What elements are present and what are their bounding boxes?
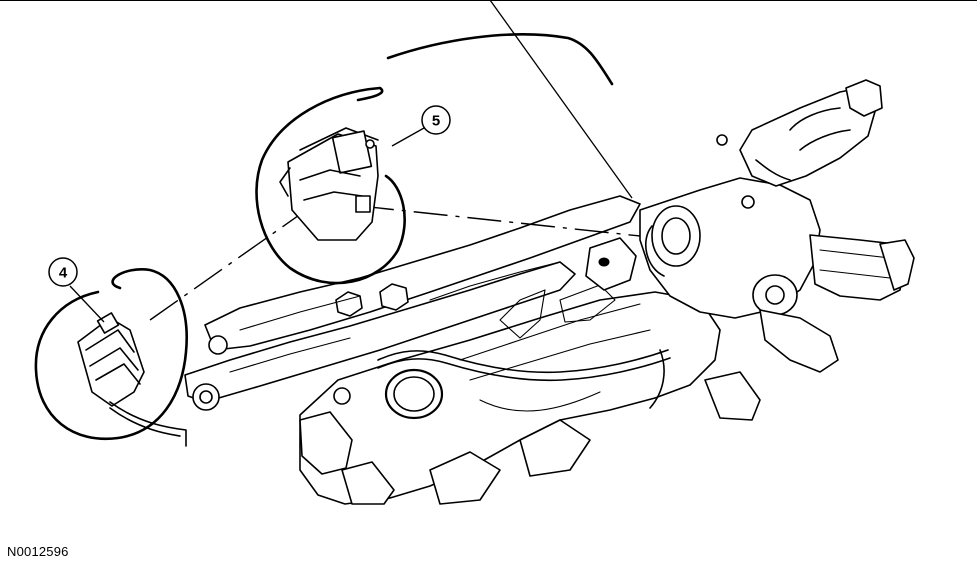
handwritten-stroke (388, 34, 612, 84)
connector-4-rib-3 (96, 364, 140, 384)
switch-5-rib-2 (304, 192, 362, 200)
lower-foot-right (520, 420, 590, 476)
ignition-bore-inner (662, 218, 690, 254)
center-socket-pin (599, 258, 609, 266)
steering-column-assembly (185, 80, 914, 504)
rail-detail-2 (230, 338, 350, 372)
connector-4-latch (98, 313, 119, 333)
ignition-bore (652, 206, 700, 266)
rail-bolt-2 (336, 292, 362, 316)
tilt-screw-1 (742, 196, 754, 208)
connector-4-rib-2 (90, 348, 138, 370)
rail-detail-1 (240, 296, 360, 330)
rib-pocket-2 (560, 285, 615, 322)
leader-line-top (490, 0, 632, 198)
lower-rail (185, 262, 575, 402)
lower-foot-mid (430, 452, 500, 504)
right-end-cap (880, 240, 914, 290)
switch-5-rib-1 (300, 170, 360, 180)
top-border-line (0, 0, 977, 1)
rib-line-2 (460, 304, 640, 360)
callout-4-label: 4 (59, 265, 68, 282)
alignment-line-5 (360, 206, 640, 236)
rib-pocket-1 (500, 290, 545, 338)
callout-5-leader (392, 128, 424, 146)
connector-4-rib-1 (86, 330, 134, 352)
switch-5-clip (280, 168, 290, 196)
lower-right-tab (705, 372, 760, 420)
callout-5-label: 5 (432, 113, 440, 130)
right-flange-rib-2 (820, 270, 890, 278)
rib-line-1 (430, 262, 560, 300)
connector-4-wire-2 (110, 408, 180, 436)
rib-curve-1 (480, 392, 600, 411)
figure-reference-code: N0012596 (7, 544, 69, 559)
shaft-spline-tip (846, 80, 882, 116)
tilt-pivot-hole (766, 286, 784, 304)
rail-bolt-1 (380, 284, 408, 310)
right-flange-rib-1 (820, 250, 890, 258)
shaft-wear-2 (800, 130, 850, 150)
ring-flange-inner (394, 377, 434, 411)
housing-boss-1 (334, 388, 350, 404)
switch-5-pin (366, 140, 374, 148)
callout-4-leader (70, 286, 104, 322)
wire-harness-lower (378, 358, 670, 380)
callout-5-circle (422, 106, 450, 134)
rib-line-3 (470, 330, 650, 380)
switch-component-5 (280, 128, 378, 240)
steering-shaft-upper (740, 88, 876, 186)
handwritten-circle-4 (36, 269, 187, 438)
wire-drop (650, 350, 664, 408)
switch-5-top-edge (300, 128, 378, 150)
lower-bracket-left (300, 412, 352, 474)
switch-5-connector (333, 131, 372, 173)
ring-flange (386, 370, 442, 418)
tilt-pivot-boss (753, 275, 797, 315)
wire-harness-upper (378, 350, 668, 372)
mount-bolt-left-hole (200, 391, 212, 403)
connector-component-4 (78, 313, 144, 406)
shaft-wear-1 (790, 108, 840, 130)
connector-4-body (78, 318, 144, 406)
connector-4-wire (110, 402, 186, 446)
callout-4-circle (49, 258, 77, 286)
ignition-bore-lip (646, 226, 664, 276)
mount-bolt-left (193, 384, 219, 410)
switch-5-tab (356, 196, 370, 212)
shaft-collar (756, 160, 790, 180)
lower-right-arm (760, 310, 838, 372)
handwritten-circle-5 (257, 88, 405, 283)
lower-foot-left (342, 462, 394, 504)
tilt-screw-2 (717, 135, 727, 145)
center-socket (586, 238, 636, 290)
alignment-line-4 (150, 206, 312, 320)
mount-boss-left (209, 336, 227, 354)
